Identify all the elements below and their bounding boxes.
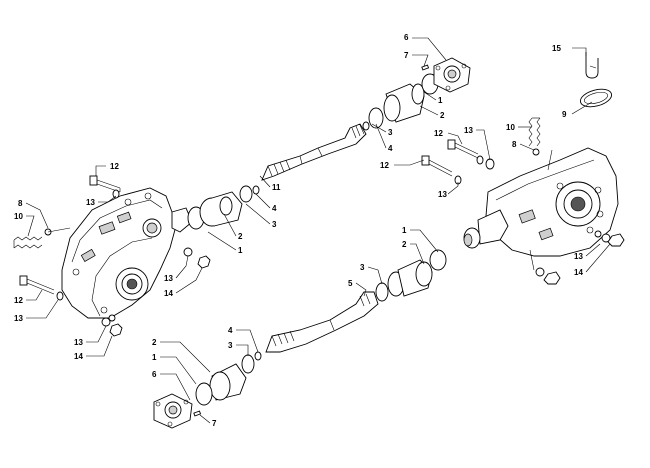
callout-label: 2 xyxy=(152,338,157,347)
right-nut-lower xyxy=(535,267,561,285)
callout-label: 1 xyxy=(438,96,443,105)
right-lower-boot-group xyxy=(375,249,447,302)
leader-lines xyxy=(25,37,611,424)
callout-label: 14 xyxy=(74,352,83,361)
callout-label: 8 xyxy=(18,199,23,208)
callout-label: 9 xyxy=(562,110,567,119)
callout-label: 13 xyxy=(164,274,173,283)
lower-axle-shaft xyxy=(265,291,379,353)
callout-label: 4 xyxy=(272,204,277,213)
retaining-clip xyxy=(585,52,599,79)
left-bolt-lower xyxy=(19,275,64,301)
right-gearcase-housing xyxy=(463,147,619,271)
callout-label: 14 xyxy=(574,268,583,277)
callout-label: 13 xyxy=(438,190,447,199)
callout-label: 12 xyxy=(14,296,23,305)
callout-label: 12 xyxy=(380,161,389,170)
left-bolt-upper xyxy=(89,175,121,199)
callout-label: 3 xyxy=(228,341,233,350)
circlip-ring xyxy=(579,88,613,108)
callout-label: 7 xyxy=(404,51,409,60)
callout-numbers: 6 7 1 2 3 4 15 9 10 8 12 13 12 13 11 4 3… xyxy=(14,33,583,428)
callout-label: 6 xyxy=(152,370,157,379)
callout-label: 2 xyxy=(402,240,407,249)
callout-label: 11 xyxy=(272,183,281,192)
callout-label: 7 xyxy=(212,419,217,428)
callout-label: 8 xyxy=(512,140,517,149)
callout-label: 13 xyxy=(14,314,23,323)
upper-axle-shaft xyxy=(261,123,367,181)
lower-flange-cap xyxy=(153,393,202,429)
right-nut-upper xyxy=(594,230,625,247)
callout-label: 6 xyxy=(404,33,409,42)
callout-label: 13 xyxy=(574,252,583,261)
right-breather-spring xyxy=(528,117,541,156)
callout-label: 3 xyxy=(360,263,365,272)
callout-label: 10 xyxy=(506,123,515,132)
right-bolt-upper xyxy=(447,139,495,170)
callout-label: 15 xyxy=(552,44,561,53)
callout-label: 13 xyxy=(464,126,473,135)
left-boot-group xyxy=(187,185,260,230)
callout-label: 14 xyxy=(164,289,173,298)
callout-label: 12 xyxy=(434,129,443,138)
callout-label: 13 xyxy=(86,198,95,207)
upper-flange-cap xyxy=(421,57,471,93)
callout-label: 10 xyxy=(14,212,23,221)
callout-label: 4 xyxy=(228,326,233,335)
upper-right-boot-group xyxy=(362,73,439,131)
callout-label: 2 xyxy=(238,232,243,241)
left-nut-upper xyxy=(183,247,211,269)
callout-label: 3 xyxy=(272,220,277,229)
callout-label: 12 xyxy=(110,162,119,171)
callout-label: 1 xyxy=(152,353,157,362)
left-gearcase-housing xyxy=(61,187,193,319)
callout-label: 13 xyxy=(74,338,83,347)
left-breather-spring xyxy=(13,227,71,249)
callout-label: 3 xyxy=(388,128,393,137)
callout-label: 2 xyxy=(440,111,445,120)
callout-label: 5 xyxy=(348,279,353,288)
callout-label: 1 xyxy=(402,226,407,235)
left-nut-lower xyxy=(101,314,123,337)
right-bolt-lower xyxy=(421,155,462,185)
callout-label: 4 xyxy=(388,144,393,153)
callout-label: 1 xyxy=(238,246,243,255)
lower-left-boot-group xyxy=(195,351,262,406)
